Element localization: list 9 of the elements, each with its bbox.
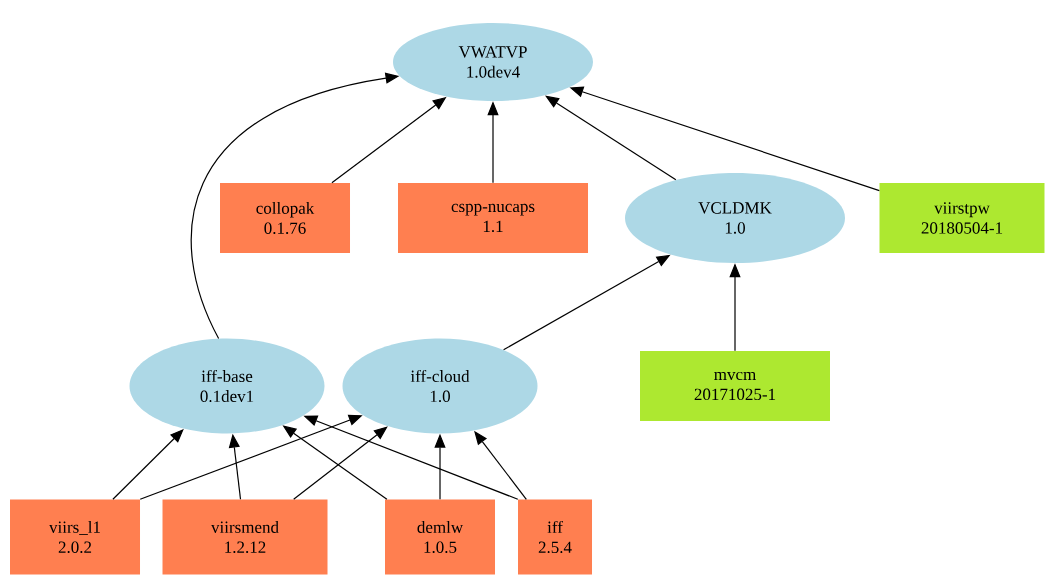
arrow [545, 95, 677, 181]
package-box: iff 2.5.4 [518, 499, 592, 575]
package-box: viirs_l1 2.0.2 [10, 499, 140, 575]
package-box: demlw 1.0.5 [385, 499, 495, 575]
package-box: viirstpw 20180504-1 [879, 183, 1045, 253]
package-box: cspp-nucaps 1.1 [398, 183, 588, 253]
package-box: collopak 0.1.76 [220, 183, 350, 253]
package-box: mvcm 20171025-1 [640, 351, 830, 421]
package-box: viirsmend 1.2.12 [162, 499, 328, 575]
